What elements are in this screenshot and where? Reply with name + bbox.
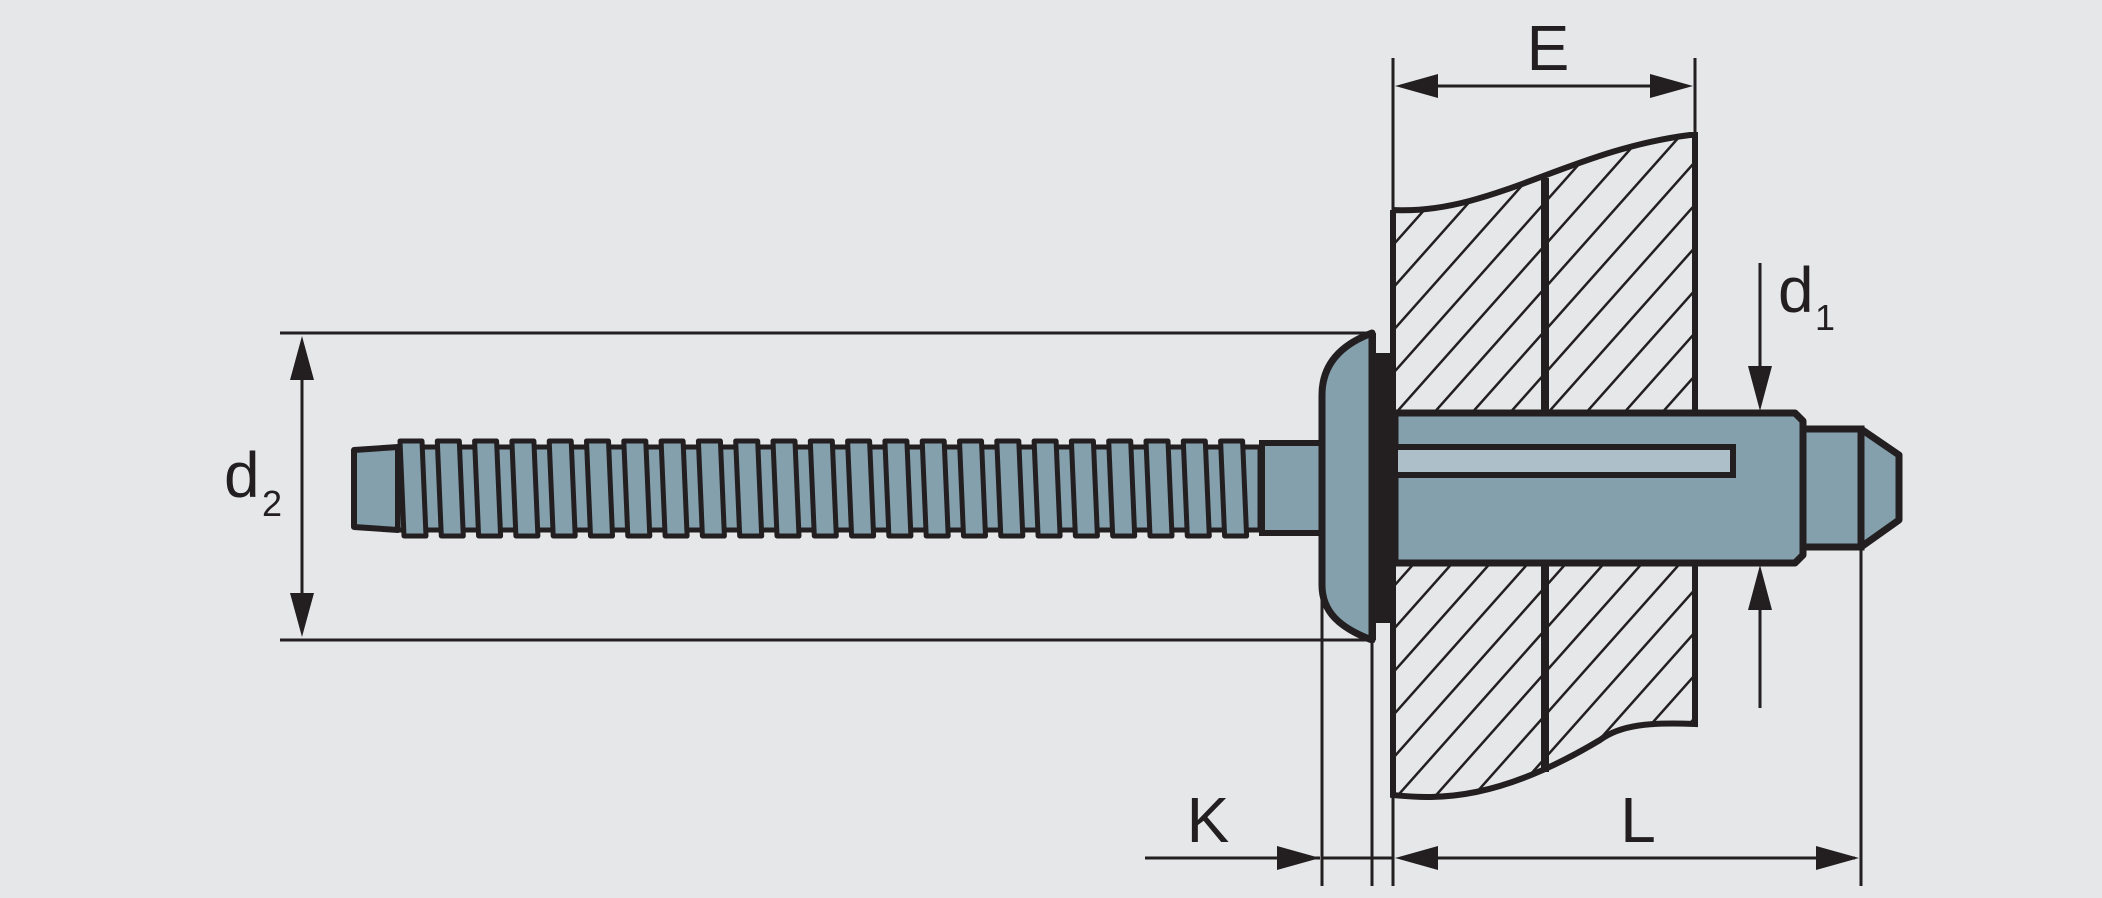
thread-ridge — [621, 438, 653, 539]
thread-ridge — [919, 438, 951, 539]
mandrel-head-neck — [1799, 425, 1865, 551]
thread-ridge — [1143, 438, 1175, 539]
rivet-head-dome — [1318, 329, 1376, 644]
dim-k-arrow — [1277, 846, 1320, 870]
dim-e-label: E — [1527, 12, 1570, 84]
thread-ridge — [1031, 438, 1063, 539]
hatch-line — [1451, 135, 1695, 797]
dimension-e: E — [1391, 12, 1697, 210]
hatch-line — [1393, 135, 1599, 797]
mandrel-head-cone — [1857, 425, 1903, 551]
dimension-d2: d 2 — [224, 331, 1372, 642]
workpiece-lower-outline — [1390, 563, 1698, 800]
dim-d2-arrow-top — [290, 336, 314, 380]
dim-d1-arrow-lower — [1748, 565, 1772, 610]
hatch-line — [1393, 135, 1523, 797]
thread-ridge — [770, 438, 802, 539]
thread-ridge — [695, 438, 727, 539]
mandrel-tip — [351, 444, 401, 533]
mandrel — [351, 438, 1325, 539]
rivet-head-washer — [1372, 353, 1395, 623]
rivet-sleeve-body — [1391, 409, 1807, 567]
hatch-line — [1393, 135, 1695, 797]
thread-ridge — [882, 438, 914, 539]
dim-d2-arrow-bottom — [290, 593, 314, 637]
thread-ridge — [733, 438, 765, 539]
thread-ridge — [1106, 438, 1138, 539]
hatch-line — [1393, 135, 1675, 797]
dimension-k: K — [1145, 600, 1393, 886]
dim-d2-subscript: 2 — [262, 483, 282, 524]
thread-ridge — [845, 438, 877, 539]
thread-ridge — [994, 438, 1026, 539]
thread-ridge — [434, 438, 466, 539]
thread-ridge — [472, 438, 504, 539]
hatch-line — [1565, 135, 1695, 797]
thread-ridge — [957, 438, 988, 539]
rivet-head — [1318, 329, 1395, 644]
rivet-sleeve — [1391, 409, 1807, 567]
thread-ridge — [1180, 438, 1212, 539]
dimension-l: L — [1391, 547, 1863, 886]
thread-ridge — [546, 438, 578, 539]
rivet-head-collar — [1372, 333, 1376, 640]
dim-e-arrow-left — [1395, 74, 1438, 98]
mandrel-head — [1799, 425, 1903, 551]
dim-l-arrow-right — [1816, 846, 1859, 870]
hatch-line — [1527, 135, 1695, 797]
hatch-line — [1393, 135, 1561, 797]
thread-ridge — [397, 438, 429, 539]
dim-l-label: L — [1620, 784, 1656, 856]
hatch-line — [1393, 135, 1637, 797]
hatch-line — [1393, 135, 1695, 797]
dim-d2-label: d — [224, 439, 260, 511]
mandrel-threads — [397, 438, 1250, 539]
dim-d1-subscript: 1 — [1815, 297, 1835, 338]
dim-k-label: K — [1187, 784, 1230, 856]
hatch-line — [1489, 135, 1695, 797]
rivet-sleeve-slot — [1392, 444, 1736, 478]
thread-ridge — [1068, 438, 1100, 539]
thread-ridge — [584, 438, 615, 539]
dim-l-arrow-left — [1395, 846, 1438, 870]
mandrel-shank — [1259, 440, 1325, 536]
thread-ridge — [509, 438, 541, 539]
thread-ridge — [807, 438, 839, 539]
hatch-line — [1413, 135, 1695, 797]
thread-ridge — [658, 438, 690, 539]
dim-e-arrow-right — [1650, 74, 1693, 98]
dimension-d1: d 1 — [1748, 254, 1835, 708]
dim-d1-arrow-upper — [1748, 366, 1772, 411]
thread-ridge — [1218, 438, 1250, 539]
dim-d1-label: d — [1778, 254, 1814, 326]
